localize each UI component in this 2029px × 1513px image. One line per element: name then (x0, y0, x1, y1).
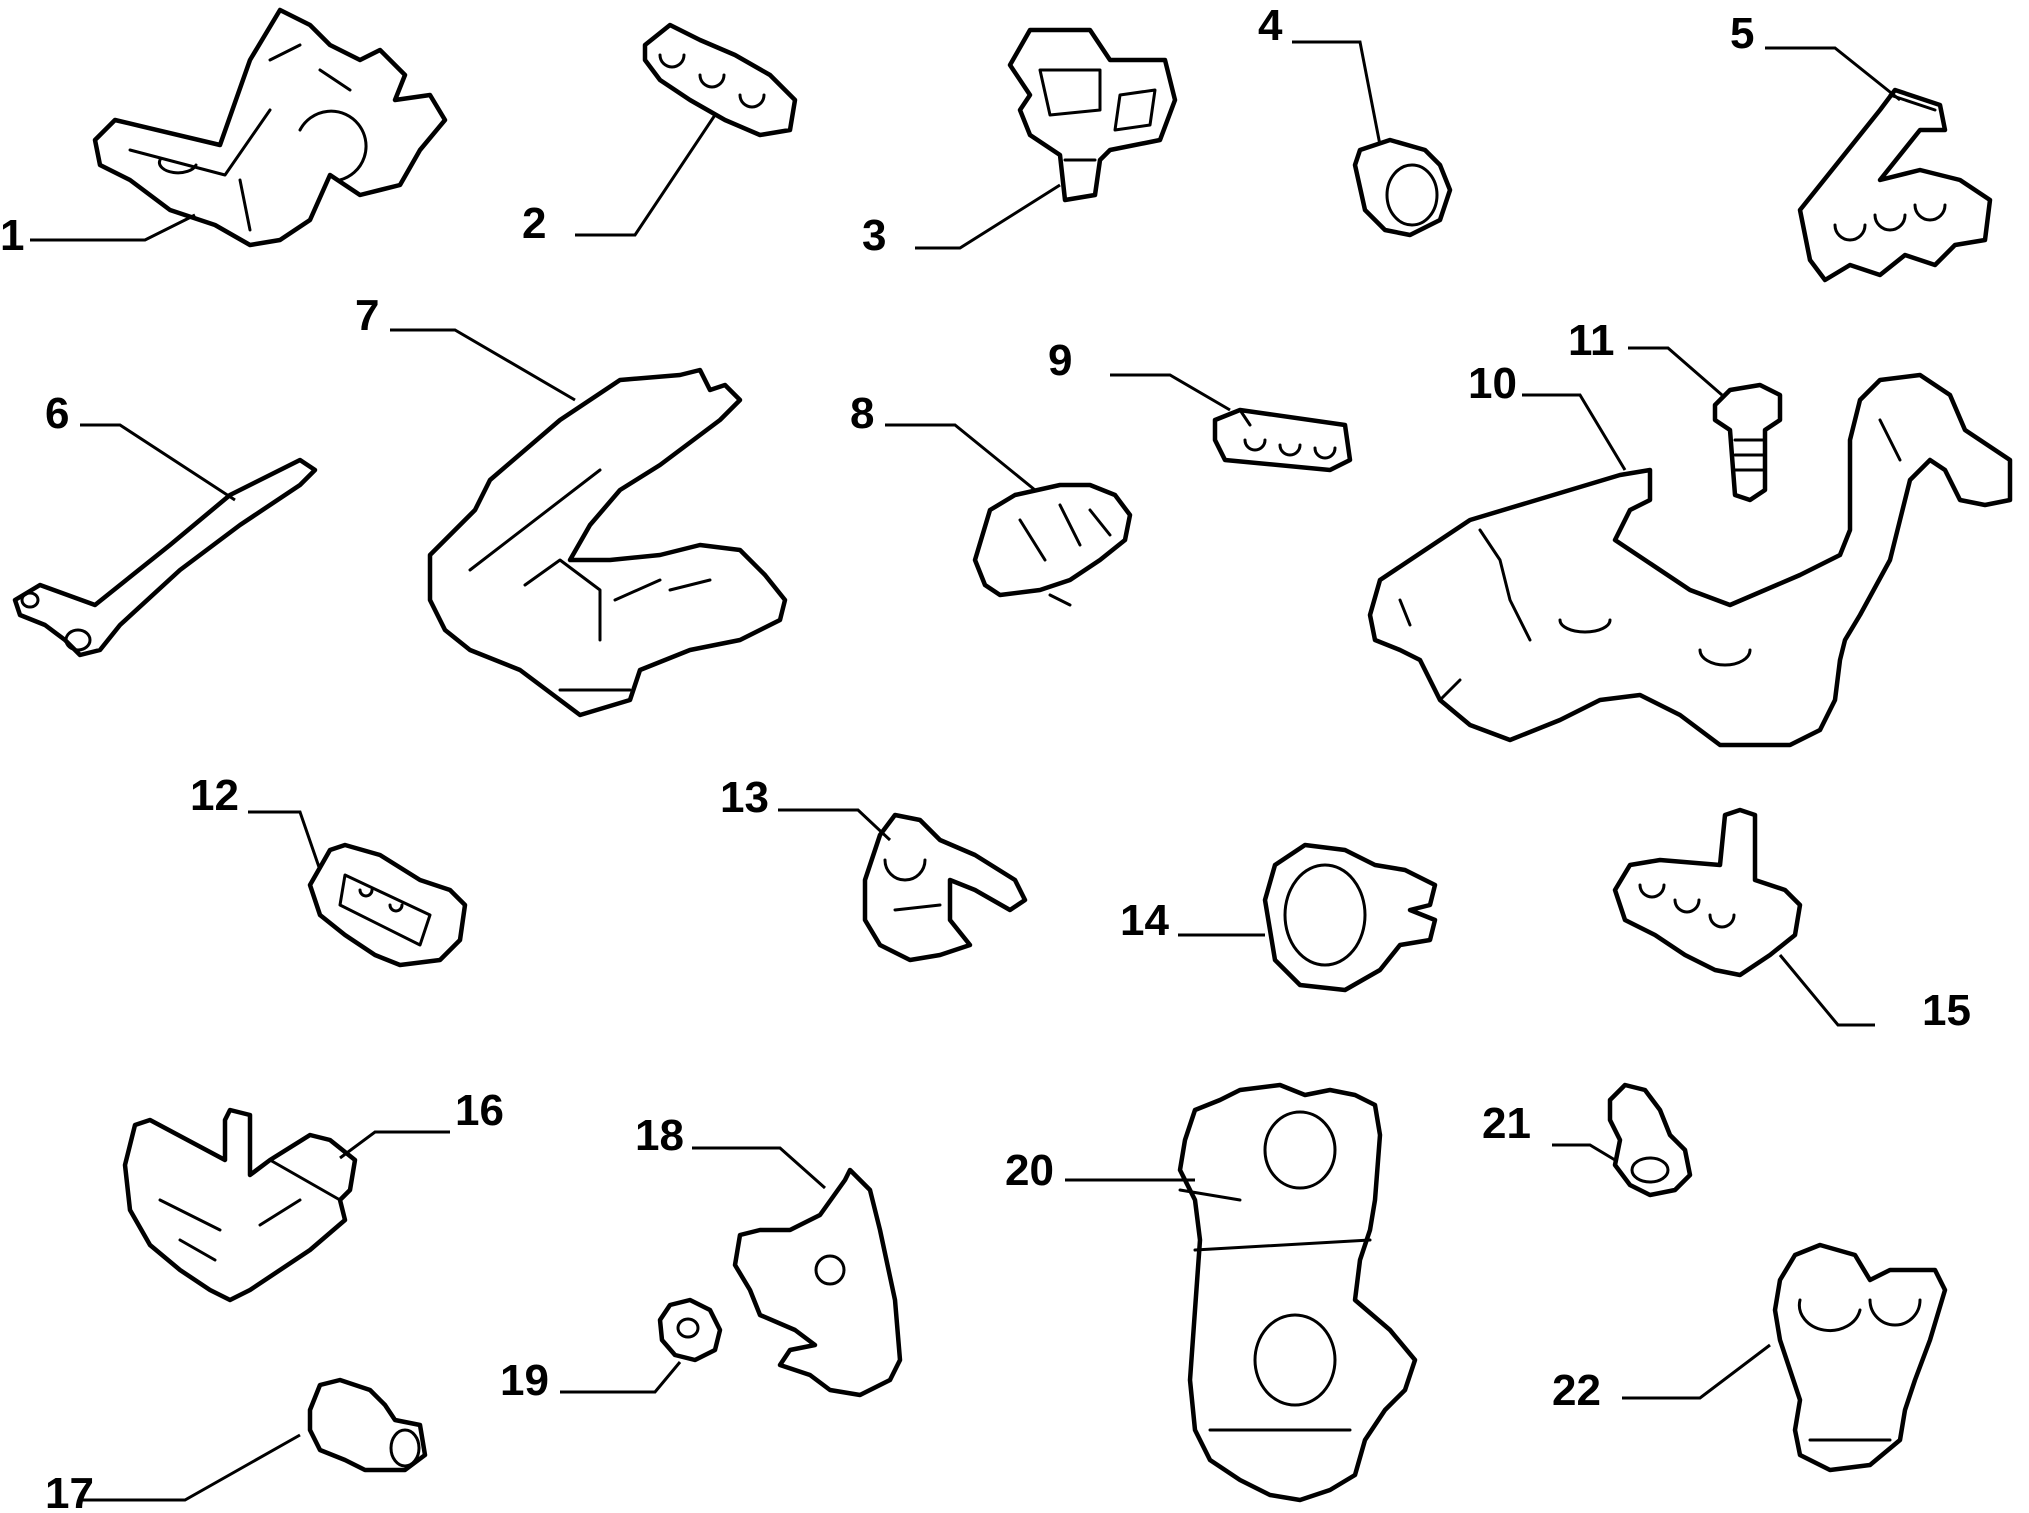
leader-21 (1628, 346, 1723, 397)
callout-10: 9 (1048, 336, 1072, 385)
leader-13 (248, 810, 322, 871)
part-14-drawing (862, 812, 1028, 963)
callout-21: 11 (1568, 316, 1615, 365)
part-13-drawing (307, 842, 468, 968)
leader-20 (1552, 1143, 1616, 1162)
leader-12 (560, 1361, 682, 1394)
callout-13: 12 (190, 771, 239, 820)
callout-3: 3 (862, 211, 886, 260)
part-21-drawing (1712, 382, 1783, 503)
callout-19: 20 (1005, 1146, 1054, 1195)
callout-5: 17 (45, 1469, 94, 1513)
callout-11: 10 (1468, 359, 1517, 408)
callout-22: 22 (1552, 1366, 1601, 1415)
leader-10 (1110, 373, 1231, 412)
callout-9: 8 (850, 389, 874, 438)
callout-17: 16 (455, 1086, 504, 1135)
part-10-drawing (1212, 407, 1353, 473)
part-18-drawing (732, 1167, 903, 1398)
leader-5 (80, 1433, 301, 1502)
part-11-drawing (1367, 372, 2013, 748)
leader-4 (1292, 40, 1382, 146)
part-19-drawing (1177, 1082, 1418, 1503)
part-3-drawing (1007, 27, 1178, 203)
callout-14: 13 (720, 773, 769, 822)
part-8-drawing (427, 367, 788, 718)
part-16-drawing (1612, 807, 1803, 978)
part-1-drawing (92, 7, 448, 248)
callout-7: 6 (45, 389, 69, 438)
leader-2 (575, 114, 717, 237)
part-15-drawing (1262, 842, 1438, 993)
callout-6: 5 (1730, 9, 1754, 58)
leader-16 (1778, 954, 1875, 1027)
callout-16: 15 (1922, 986, 1971, 1035)
leader-11 (1522, 393, 1627, 471)
leader-22 (1622, 1343, 1771, 1400)
callout-4: 4 (1258, 1, 1283, 50)
callout-12: 19 (500, 1356, 549, 1405)
callout-15: 14 (1120, 896, 1169, 945)
part-20-drawing (1607, 1082, 1693, 1198)
leader-14 (778, 808, 892, 842)
callout-2: 2 (522, 199, 546, 248)
part-6-drawing (1797, 87, 1993, 283)
part-22-drawing (1772, 1242, 1948, 1473)
part-7-drawing (12, 457, 318, 658)
leader-7 (80, 423, 236, 502)
leader-18 (692, 1146, 826, 1190)
leader-8 (390, 328, 576, 402)
part-9-drawing (972, 482, 1133, 607)
leader-1 (30, 213, 196, 242)
leader-17 (339, 1130, 450, 1160)
leader-6 (1765, 46, 1901, 102)
part-17-drawing (122, 1107, 358, 1303)
leader-9 (885, 423, 1036, 492)
callout-1: 1 (0, 211, 24, 260)
callout-20: 21 (1482, 1099, 1531, 1148)
part-5-drawing (307, 1377, 428, 1473)
callout-8: 7 (355, 291, 379, 340)
part-2-drawing (642, 22, 798, 138)
part-12-drawing (657, 1297, 723, 1363)
part-4-drawing (1352, 137, 1453, 238)
callout-18: 18 (635, 1111, 684, 1160)
leader-3 (915, 183, 1061, 250)
